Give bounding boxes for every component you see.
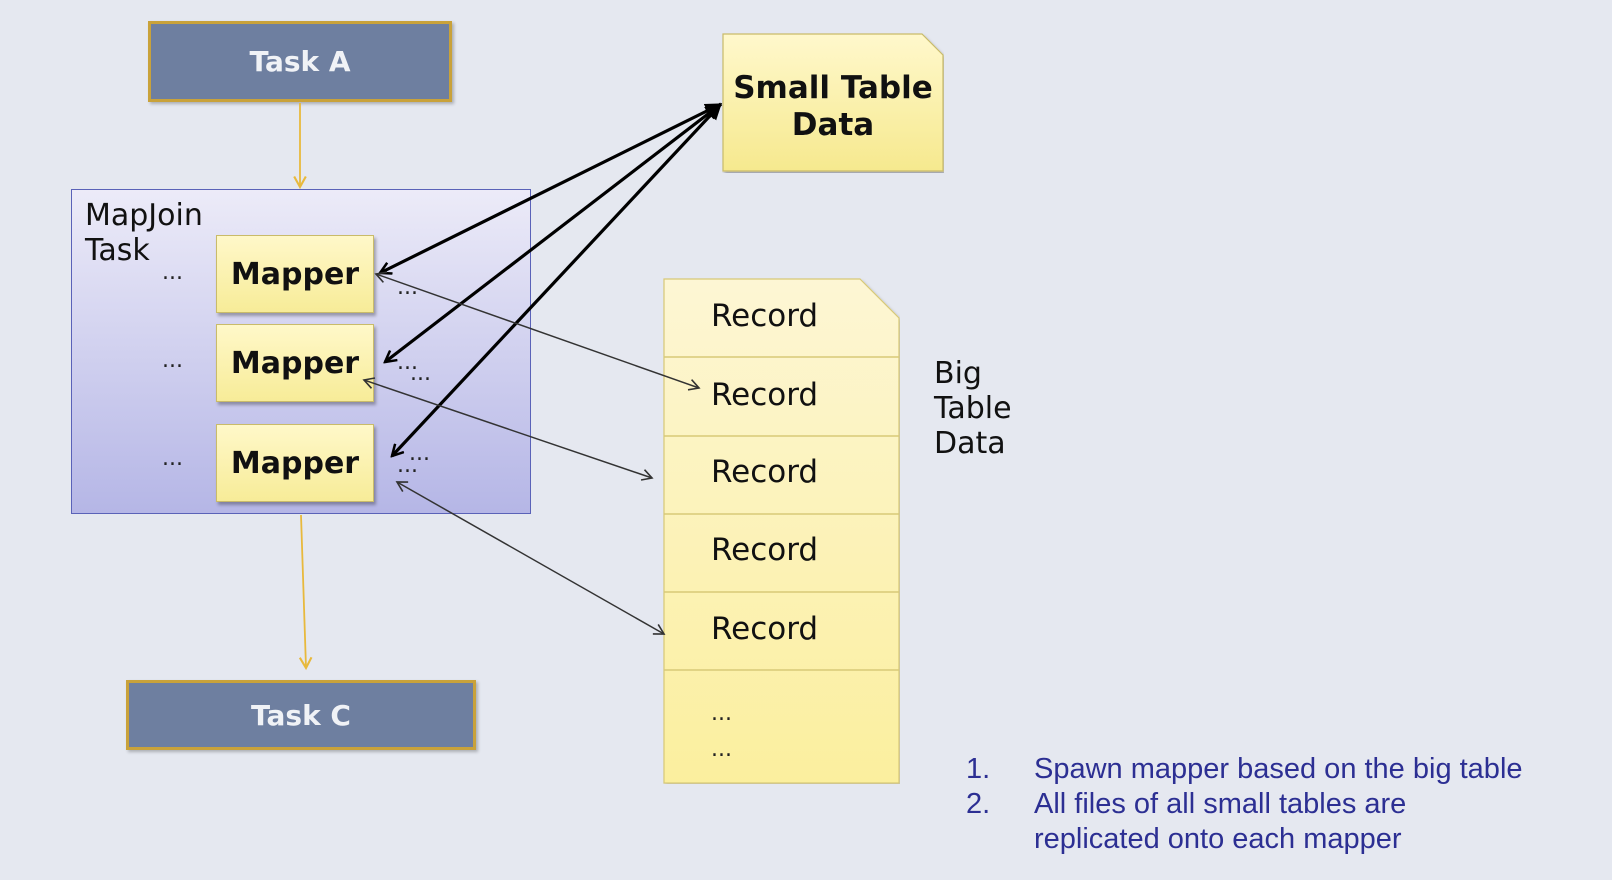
replication-arrow-mapper-2 bbox=[385, 102, 721, 362]
ellipsis-left-3: ... bbox=[162, 446, 183, 471]
big-table-ellipsis-1: ... bbox=[711, 701, 732, 726]
record-4: Record bbox=[711, 532, 819, 568]
big-table-ellipsis-2: ... bbox=[711, 737, 732, 762]
small-table-label: Small Table Data bbox=[733, 70, 933, 143]
note-item: 1. Spawn mapper based on the big table bbox=[966, 752, 1523, 787]
small-table-document-shape bbox=[722, 33, 944, 172]
mapper-3: Mapper bbox=[216, 424, 374, 502]
notes-list: 1. Spawn mapper based on the big table 2… bbox=[966, 752, 1523, 857]
record-arrow-mapper-3 bbox=[395, 481, 666, 635]
note-text: Spawn mapper based on the big table bbox=[1034, 753, 1523, 785]
mapper-label: Mapper bbox=[230, 256, 360, 292]
task-c-box: Task C bbox=[126, 680, 476, 750]
task-a-label: Task A bbox=[249, 45, 351, 78]
ellipsis-left-1: ... bbox=[162, 260, 183, 285]
big-table-label-text: Big Table Data bbox=[934, 356, 1012, 461]
record-arrow-mapper-2 bbox=[362, 377, 654, 481]
replication-arrow-mapper-3 bbox=[392, 102, 723, 456]
mapper-label: Mapper bbox=[230, 445, 360, 481]
task-c-label: Task C bbox=[251, 698, 351, 732]
note-number: 1. bbox=[966, 753, 991, 785]
ellipsis-left-2: ... bbox=[162, 348, 183, 373]
mapper-2: Mapper bbox=[216, 324, 374, 402]
mapjoin-task-title: MapJoin Task bbox=[85, 198, 203, 268]
note-number: 2. bbox=[966, 788, 991, 820]
note-text: All files of all small tables are replic… bbox=[1034, 788, 1407, 855]
record-arrow-mapper-1 bbox=[374, 271, 701, 391]
record-2: Record bbox=[711, 377, 819, 413]
record-3: Record bbox=[711, 454, 819, 490]
big-table-label: Big Table Data bbox=[934, 356, 1024, 461]
mapper-label: Mapper bbox=[230, 345, 360, 381]
mapper-1: Mapper bbox=[216, 235, 374, 313]
record-5: Record bbox=[711, 611, 819, 647]
record-1: Record bbox=[711, 298, 819, 334]
big-table-document-shape bbox=[663, 278, 900, 784]
task-a-box: Task A bbox=[148, 21, 452, 102]
replication-arrow-mapper-1 bbox=[380, 102, 721, 273]
note-item: 2. All files of all small tables are rep… bbox=[966, 787, 1523, 857]
flow-arrow-mapjoin-to-task-c bbox=[298, 514, 313, 671]
